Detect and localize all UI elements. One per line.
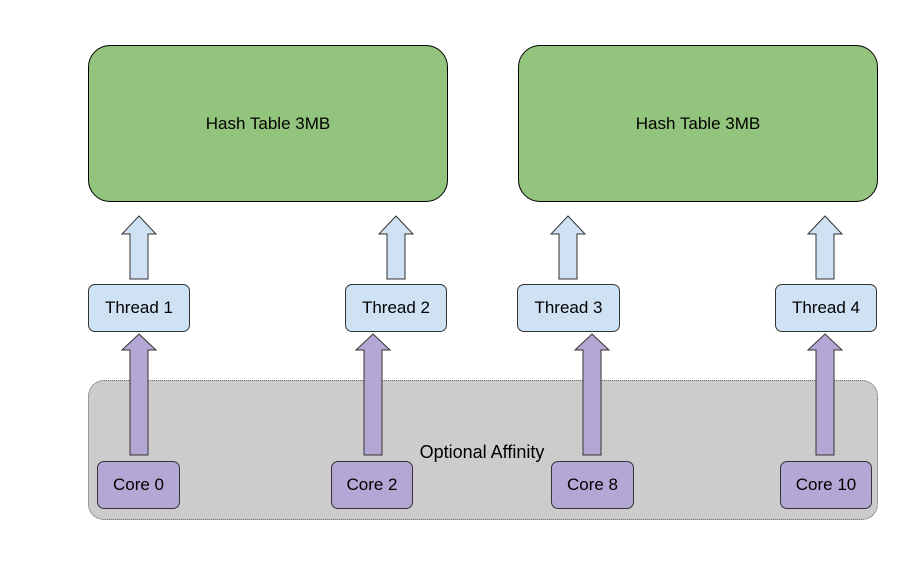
thread-2-to-hash-arrow [377,215,415,280]
thread-1-label: Thread 1 [104,298,174,317]
affinity-zone [88,380,878,520]
thread-4-label: Thread 4 [791,298,861,317]
thread-1: Thread 1 [88,284,190,332]
thread-4: Thread 4 [775,284,877,332]
core-10-to-thread-arrow [806,333,844,456]
thread-1-to-hash-arrow [120,215,158,280]
hash-table-2-label: Hash Table 3MB [635,113,761,133]
thread-2: Thread 2 [345,284,447,332]
core-10: Core 10 [780,461,872,509]
core-0-to-thread-arrow [120,333,158,456]
hash-table-2: Hash Table 3MB [518,45,878,202]
core-0-label: Core 0 [112,475,165,494]
core-10-label: Core 10 [795,475,857,494]
hash-table-1-label: Hash Table 3MB [205,113,331,133]
thread-2-label: Thread 2 [361,298,431,317]
hash-table-1: Hash Table 3MB [88,45,448,202]
thread-3-to-hash-arrow [549,215,587,280]
thread-3-label: Thread 3 [534,298,603,317]
affinity-label: Optional Affinity [419,442,545,462]
thread-4-to-hash-arrow [806,215,844,280]
core-2: Core 2 [331,461,413,509]
thread-3: Thread 3 [517,284,620,332]
core-2-to-thread-arrow [354,333,392,456]
core-8-to-thread-arrow [573,333,611,456]
core-0: Core 0 [97,461,180,509]
core-2-label: Core 2 [346,475,398,494]
core-8: Core 8 [551,461,634,509]
core-8-label: Core 8 [566,475,619,494]
